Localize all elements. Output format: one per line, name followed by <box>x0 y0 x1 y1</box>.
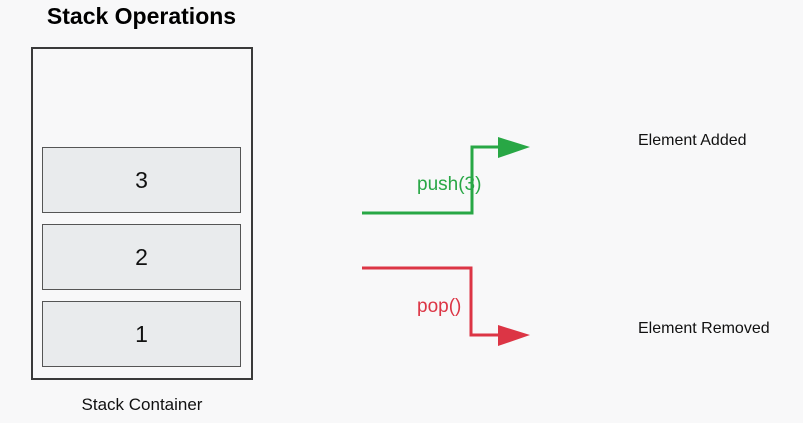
pop-arrow-icon <box>362 266 530 346</box>
push-arrow-icon <box>362 137 530 215</box>
stack-item-bottom: 1 <box>42 301 241 367</box>
stack-item-middle: 2 <box>42 224 241 290</box>
stack-caption: Stack Container <box>81 395 203 414</box>
stack-item-value: 1 <box>135 320 148 347</box>
stack-item-value: 2 <box>135 243 148 270</box>
pop-result-text: Element Removed <box>638 320 770 337</box>
push-result-text: Element Added <box>638 132 747 149</box>
pop-label: pop() <box>417 296 462 317</box>
stack-item-top: 3 <box>42 147 241 213</box>
push-label: push(3) <box>417 174 482 195</box>
stack-item-value: 3 <box>135 166 148 193</box>
diagram-title: Stack Operations <box>46 3 237 29</box>
